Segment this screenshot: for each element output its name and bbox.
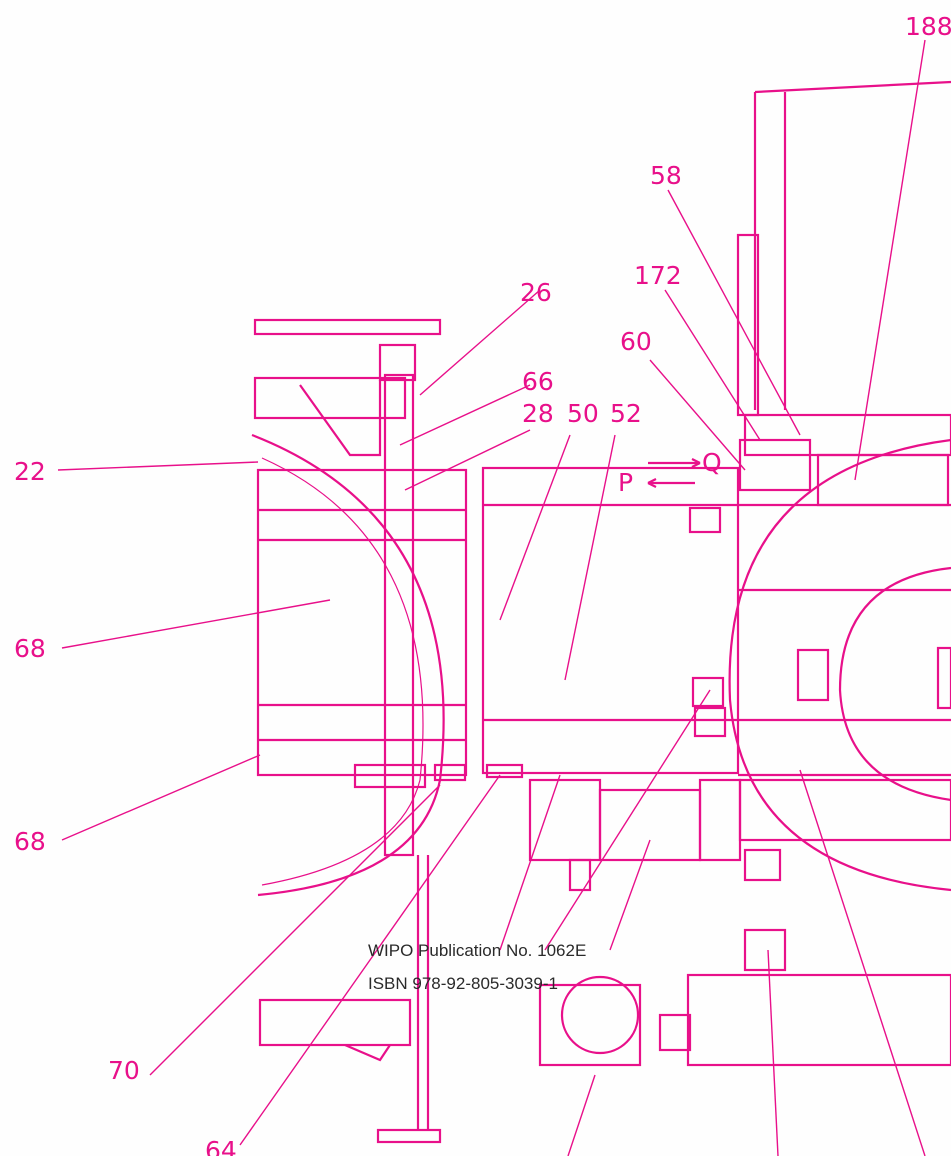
ref-label-26: 26 (520, 278, 552, 307)
big-circle-right (728, 438, 951, 892)
publication-number: WIPO Publication No. 1062E (368, 941, 587, 960)
ref-label-70: 70 (108, 1056, 140, 1085)
ref-label-52: 52 (610, 399, 642, 428)
ref-label-60: 60 (620, 327, 652, 356)
ref-label-66: 66 (522, 367, 554, 396)
arc-22 (251, 433, 445, 897)
ref-label-58: 58 (650, 161, 682, 190)
circle-inner-right (838, 566, 951, 802)
ref-label-188: 188 (905, 12, 951, 41)
ref-label-P: P (618, 468, 634, 497)
ref-label-50: 50 (567, 399, 599, 428)
ref-label-64: 64 (205, 1136, 237, 1156)
ref-label-Q: Q (702, 448, 722, 477)
ref-label-22: 22 (14, 457, 46, 486)
ref-label-68-upper: 68 (14, 634, 46, 663)
isbn-number: ISBN 978-92-805-3039-1 (368, 974, 558, 993)
ref-label-68-lower: 68 (14, 827, 46, 856)
ref-label-172: 172 (634, 261, 682, 290)
arc-22-inner (261, 457, 424, 886)
ref-label-28: 28 (522, 399, 554, 428)
